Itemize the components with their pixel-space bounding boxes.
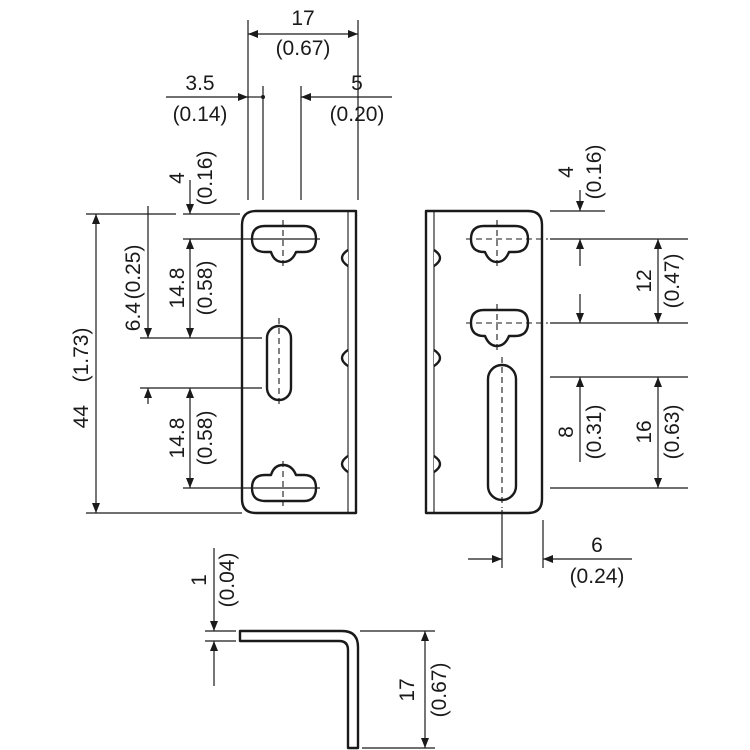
dim-total-height-mm: 44 [70,405,93,429]
dim-long-slot-width-mm: 6 [591,534,603,557]
dim-leg-height-inch: (0.67) [428,663,451,718]
dim-left-offset-mm: 3.5 [185,72,214,95]
dimension-lines [86,20,688,749]
right-tab-3 [433,455,442,473]
dim-top-margin-right-mm: 4 [555,166,578,178]
right-bracket-outline [424,209,544,515]
l-profile-outline [238,629,360,750]
right-tab-1 [433,249,442,267]
dim-thickness-mm: 1 [188,574,211,586]
left-bracket-outline [240,209,358,515]
dim-keyhole-spacing-upper-inch: (0.58) [194,261,217,316]
left-tab-1 [340,249,349,267]
dimension-labels: 17 (0.67) 3.5 (0.14) 5 (0.20) 4 (0.16) 1… [70,7,684,717]
dim-long-slot-length-inch: (0.63) [661,405,684,460]
dim-long-slot-length-mm: 16 [633,420,656,443]
dim-center-slot-offset-inch: (0.25) [122,245,145,300]
dim-top-width-mm: 17 [291,7,314,30]
right-long-slot [486,357,518,508]
dim-leg-height-mm: 17 [396,678,419,701]
dim-slot-offset-inch: (0.20) [330,103,385,126]
right-keyhole-middle [466,304,548,350]
dim-thickness-inch: (0.04) [216,553,239,608]
dim-keyhole-spacing-right-mm: 12 [633,269,656,292]
dim-long-slot-offset-inch: (0.31) [583,405,606,460]
dim-keyhole-spacing-lower-inch: (0.58) [194,411,217,466]
dim-top-width-inch: (0.67) [276,37,331,60]
dim-center-slot-offset-mm: 6.4 [122,302,145,332]
dim-top-margin-left-inch: (0.16) [194,151,217,206]
right-keyhole-top [466,220,548,266]
side-profile-view [238,629,360,750]
dim-top-margin-right-inch: (0.16) [583,145,606,200]
dim-long-slot-width-inch: (0.24) [570,565,625,588]
left-bracket-view [240,209,358,515]
dim-long-slot-offset-mm: 8 [555,426,578,438]
right-bracket-view [424,209,548,515]
dim-top-margin-left-mm: 4 [166,172,189,184]
dim-left-offset-inch: (0.14) [173,103,228,126]
dim-keyhole-spacing-upper-mm: 14.8 [166,268,189,309]
dim-keyhole-spacing-right-inch: (0.47) [661,254,684,309]
left-center-slot [265,318,293,408]
left-tab-3 [340,455,349,473]
dim-slot-offset-mm: 5 [351,72,363,95]
dim-keyhole-spacing-lower-mm: 14.8 [166,418,189,459]
dim-total-height-inch: (1.73) [70,328,93,383]
left-tab-2 [340,349,349,367]
right-tab-2 [433,349,442,367]
